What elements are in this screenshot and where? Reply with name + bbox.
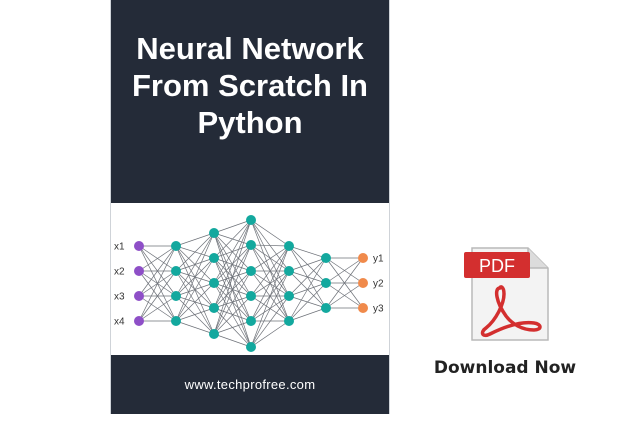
network-edge (175, 257, 215, 322)
network-edge (213, 219, 252, 335)
input-node (134, 266, 144, 276)
pdf-badge-text: PDF (479, 256, 515, 276)
neural-network-illustration: x1 x2 x3 x4 y1 y2 y3 (111, 203, 389, 355)
hidden-node (321, 303, 331, 313)
network-edge (250, 245, 290, 322)
hidden-node (284, 316, 294, 326)
network-edge (138, 245, 177, 272)
input-label: x3 (114, 292, 125, 303)
book-cover[interactable]: Neural Network From Scratch In Python x1… (110, 0, 390, 414)
network-edge (288, 282, 327, 322)
network-edge (250, 244, 290, 272)
network-edge (213, 219, 252, 234)
output-label: y1 (373, 254, 384, 265)
network-edge (250, 295, 290, 348)
network-edge (288, 307, 327, 322)
input-node (134, 241, 144, 251)
network-edge (175, 232, 215, 322)
network-edge (250, 244, 290, 247)
network-edge (175, 320, 215, 335)
hidden-node (171, 266, 181, 276)
network-edge (288, 257, 327, 272)
network-edge (175, 270, 215, 335)
hidden-node (284, 291, 294, 301)
network-edge (250, 320, 290, 348)
input-label: x1 (114, 242, 125, 253)
network-edge (213, 219, 252, 309)
cover-title-line-3: Python (197, 105, 303, 140)
output-node (358, 278, 368, 288)
network-edge (175, 232, 215, 272)
input-node (134, 291, 144, 301)
hidden-node (171, 241, 181, 251)
hidden-node (209, 228, 219, 238)
hidden-node (246, 215, 256, 225)
network-edge (250, 270, 290, 348)
hidden-node (284, 241, 294, 251)
hidden-node (209, 253, 219, 263)
cover-title-line-1: Neural Network (136, 31, 364, 66)
input-label: x2 (114, 267, 125, 278)
output-label: y3 (373, 304, 384, 315)
network-edge (288, 257, 327, 322)
network-edge (213, 219, 252, 259)
network-edge (250, 245, 290, 272)
network-edge (138, 245, 177, 322)
download-now-button[interactable]: Download Now (433, 358, 577, 378)
output-node (358, 303, 368, 313)
hidden-node (246, 240, 256, 250)
hidden-node (321, 278, 331, 288)
network-edge (213, 333, 252, 348)
network-edge (138, 245, 177, 297)
hidden-node (171, 291, 181, 301)
hidden-node (246, 266, 256, 276)
network-edge (250, 245, 290, 348)
network-edge (250, 245, 290, 297)
network-edge (138, 270, 177, 322)
network-edge (213, 320, 252, 335)
cover-title: Neural Network From Scratch In Python (111, 30, 389, 141)
network-edge (213, 244, 252, 335)
hidden-node (209, 329, 219, 339)
hidden-node (209, 278, 219, 288)
neural-network-diagram: x1 x2 x3 x4 y1 y2 y3 (114, 215, 384, 352)
network-edge (288, 245, 327, 259)
input-node (134, 316, 144, 326)
cover-title-line-2: From Scratch In (132, 68, 368, 103)
network-edge (175, 295, 215, 335)
network-edge (288, 257, 327, 297)
hidden-node (171, 316, 181, 326)
network-edge (213, 270, 252, 335)
input-label: x4 (114, 317, 125, 328)
network-edge (213, 295, 252, 335)
network-edge (138, 295, 177, 322)
network-edge (175, 232, 215, 297)
hidden-node (246, 316, 256, 326)
network-edge (325, 257, 364, 284)
hidden-node (209, 303, 219, 313)
output-label: y2 (373, 279, 384, 290)
hidden-node (284, 266, 294, 276)
hidden-node (246, 291, 256, 301)
network-edge (175, 232, 215, 247)
hidden-node (321, 253, 331, 263)
pdf-document-icon[interactable]: PDF (450, 240, 560, 345)
network-edge (325, 282, 364, 309)
network-edge (325, 257, 364, 309)
network-edge (175, 307, 215, 322)
hidden-node (246, 342, 256, 352)
cover-url: www.techprofree.com (184, 377, 316, 392)
network-edge (250, 219, 290, 247)
network-edge (175, 282, 215, 322)
download-area[interactable]: PDF Download Now (430, 240, 580, 390)
network-edge (213, 219, 252, 284)
output-node (358, 253, 368, 263)
